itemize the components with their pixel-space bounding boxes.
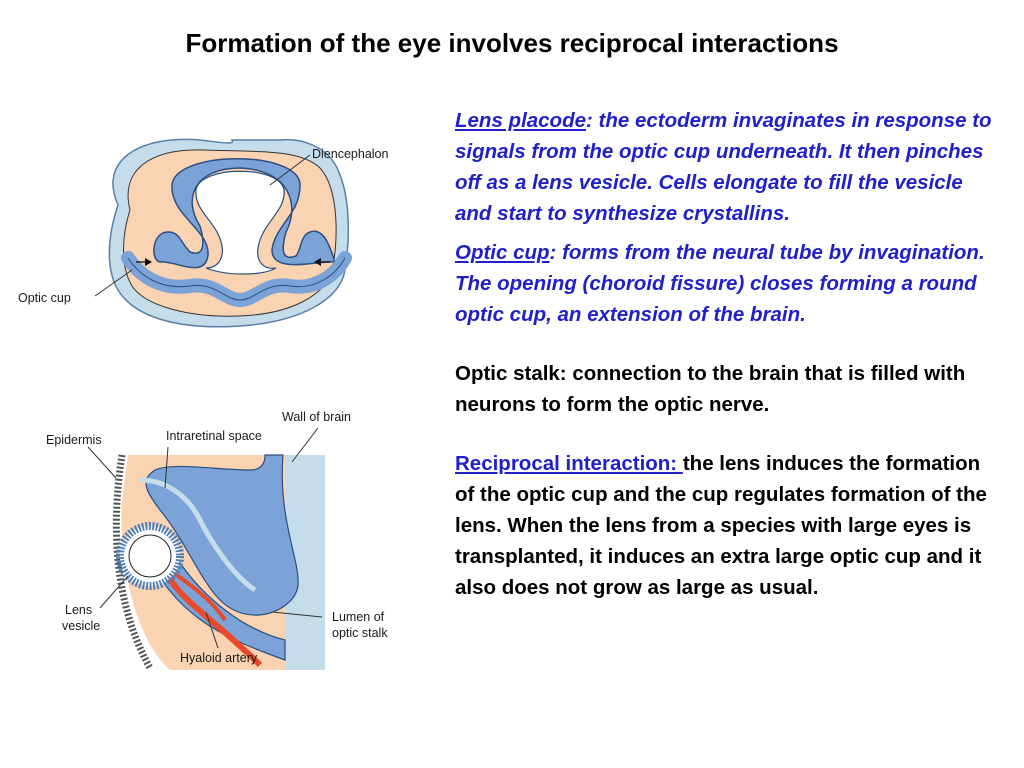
diencephalon-diagram: Diencephalon Optic cup xyxy=(18,138,388,328)
optic-cup-label: Optic cup xyxy=(18,291,71,305)
neural-lumen xyxy=(195,170,285,275)
wall-of-brain-label: Wall of brain xyxy=(282,410,351,424)
lens-vesicle-label-line2: vesicle xyxy=(62,619,100,633)
intraretinal-space-label: Intraretinal space xyxy=(166,429,262,443)
lens-vesicle-label-line1: Lens xyxy=(65,603,92,617)
optic-stalk-paragraph: Optic stalk: connection to the brain tha… xyxy=(455,362,966,416)
hyaloid-artery-label: Hyaloid artery xyxy=(180,651,258,665)
epidermis xyxy=(112,454,154,670)
hyaloid-artery xyxy=(165,573,263,668)
neural-tube xyxy=(153,158,337,269)
page-title: Formation of the eye involves reciprocal… xyxy=(185,28,839,58)
lens-placode-body: : the ectoderm invaginates in response t… xyxy=(455,109,992,225)
optic-cup-term: Optic cup xyxy=(455,241,550,264)
reciprocal-term: Reciprocal interaction: xyxy=(455,452,683,475)
diencephalon-label: Diencephalon xyxy=(312,147,388,161)
optic-cup-section-diagram: Wall of brain Epidermis Intraretinal spa… xyxy=(46,410,388,670)
lens-placode-paragraph: Lens placode: the ectoderm invaginates i… xyxy=(455,105,1000,229)
epidermis-label: Epidermis xyxy=(46,433,102,447)
lens-placode-term: Lens placode xyxy=(455,109,587,132)
explanation-text: Lens placode: the ectoderm invaginates i… xyxy=(455,105,1000,603)
lumen-label-line2: optic stalk xyxy=(332,626,388,640)
reciprocal-paragraph: Reciprocal interaction: the lens induces… xyxy=(455,448,1000,603)
lumen-label-line1: Lumen of xyxy=(332,610,385,624)
optic-cup-paragraph: Optic cup: forms from the neural tube by… xyxy=(455,237,1000,330)
reciprocal-body: the lens induces the formation of the op… xyxy=(455,452,987,599)
optic-cup-body: : forms from the neural tube by invagina… xyxy=(455,241,985,326)
